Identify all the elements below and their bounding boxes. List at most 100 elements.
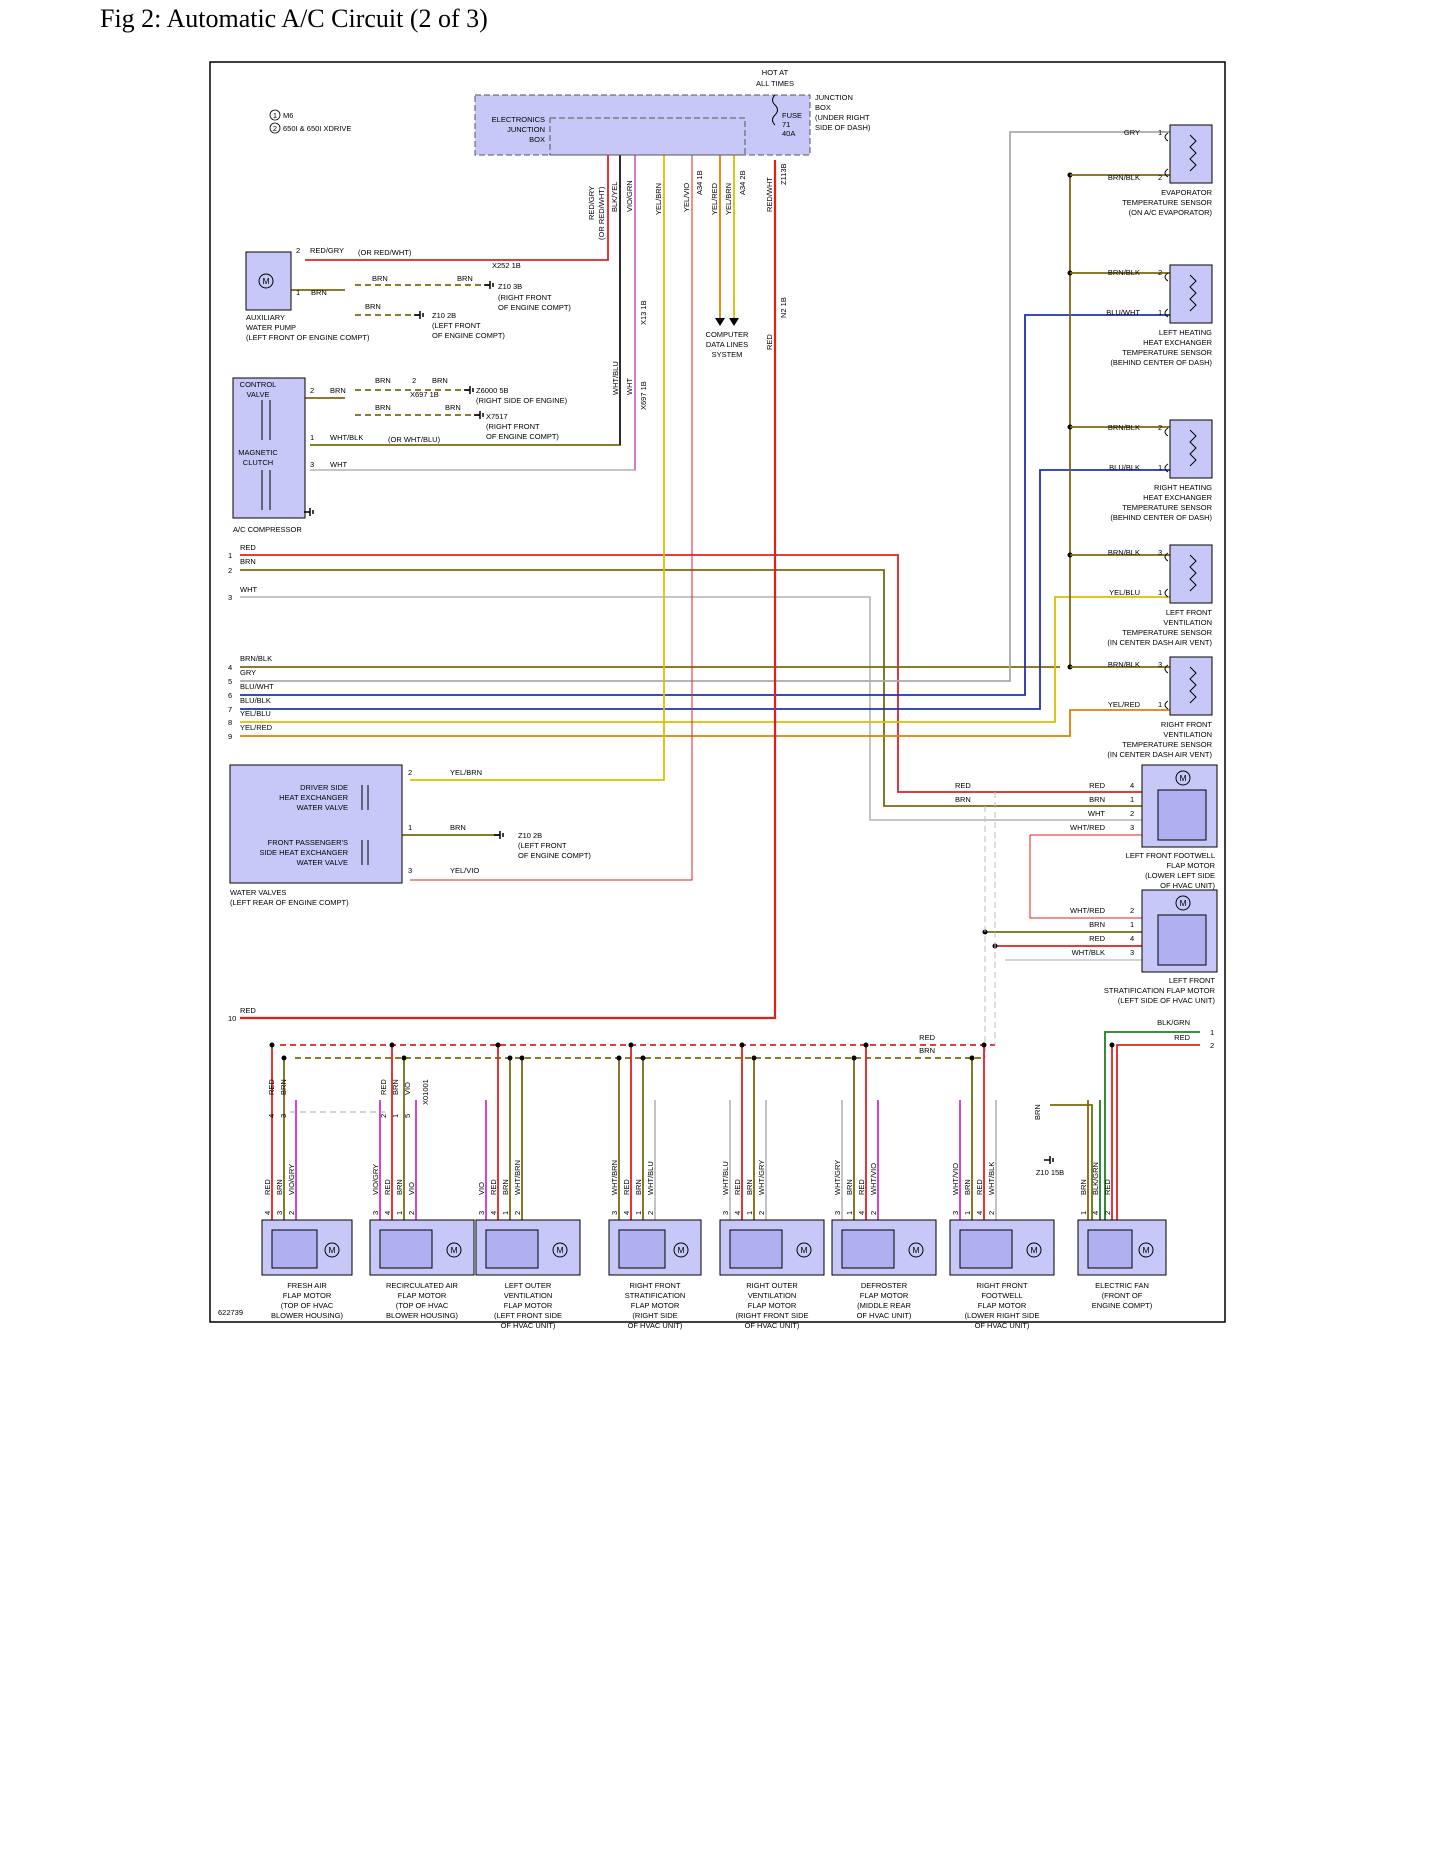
label: STRATIFICATION FLAP MOTOR xyxy=(1104,986,1216,995)
label: BRN xyxy=(365,302,381,311)
thermistor-icon xyxy=(1189,554,1197,592)
vertical-wire-label: YEL/RED xyxy=(710,182,719,215)
connector-pin xyxy=(1164,552,1169,562)
legend-circle xyxy=(269,109,281,121)
motor-wire-label: BLK/GRN xyxy=(1091,1162,1100,1195)
ground-icon xyxy=(1044,1156,1054,1164)
label: BRN xyxy=(432,376,448,385)
bus-wire-label: BLU/WHT xyxy=(240,682,274,691)
motor-pin: 2 xyxy=(869,1211,878,1215)
label: RED xyxy=(1174,1033,1190,1042)
conn-wire: VIO xyxy=(403,1082,412,1095)
motor-wire-label: BRN xyxy=(395,1179,404,1195)
wires xyxy=(240,131,1200,1220)
splice-dot xyxy=(616,1055,622,1061)
z10-15b-brn xyxy=(1050,1104,1093,1220)
splice-dot xyxy=(640,1055,646,1061)
motor-name: (TOP OF HVAC xyxy=(281,1301,334,1310)
conn-wire: RED xyxy=(379,1079,388,1095)
label: (LEFT REAR OF ENGINE COMPT) xyxy=(230,898,349,907)
motor-wire-label: WHT/GRY xyxy=(833,1160,842,1195)
motor-body xyxy=(618,1229,666,1269)
label: YEL/VIO xyxy=(450,866,479,875)
label: 3 xyxy=(408,866,412,875)
sensor-pin: 1 xyxy=(1158,588,1162,597)
conn-wire: RED xyxy=(267,1079,276,1095)
motor-wire-label: WHT/BLU xyxy=(646,1161,655,1195)
sensor-name: HEAT EXCHANGER xyxy=(1143,493,1212,502)
motor-name: (RIGHT SIDE xyxy=(632,1311,677,1320)
motor-name: (TOP OF HVAC xyxy=(396,1301,449,1310)
vertical-wire-label: RED xyxy=(765,334,774,350)
label: 2 xyxy=(412,376,416,385)
motor-name: FRESH AIR xyxy=(287,1281,327,1290)
label: 40A xyxy=(782,129,795,138)
bus-wire-2 xyxy=(240,569,1000,807)
label: 2 xyxy=(310,386,314,395)
motor-wire-label: BRN xyxy=(1089,795,1105,804)
wire-yel-brn-valve xyxy=(410,155,665,781)
motor-wire-label: WHT/RED xyxy=(1070,906,1106,915)
sensor-pin: 1 xyxy=(1158,128,1162,137)
label: WATER VALVE xyxy=(297,803,348,812)
motor-letter: M xyxy=(1179,898,1186,908)
label: FRONT PASSENGER'S xyxy=(268,838,348,847)
vertical-wire-label: RED/GRY xyxy=(587,186,596,220)
motor-pin: 3 xyxy=(477,1211,486,1215)
label: (LEFT FRONT OF ENGINE COMPT) xyxy=(246,333,370,342)
motor-pin: 1 xyxy=(634,1211,643,1215)
splice-dot xyxy=(281,1055,287,1061)
label: CONTROL xyxy=(240,380,277,389)
label: 1 xyxy=(1210,1028,1214,1037)
temperature-sensor xyxy=(1169,264,1213,324)
sensor-wire-label: BRN/BLK xyxy=(1108,268,1140,277)
motor-wire-label: RED xyxy=(857,1179,866,1195)
sensor-name: LEFT FRONT xyxy=(1166,608,1213,617)
conn-wire: BRN xyxy=(279,1079,288,1095)
motor-wire-label: WHT/VIO xyxy=(869,1163,878,1195)
bus-pin-number: 4 xyxy=(228,663,232,672)
label: Z6000 5B xyxy=(476,386,509,395)
cdl-arrows xyxy=(715,318,739,326)
bus-wire-9 xyxy=(240,709,1170,737)
splice-dot xyxy=(519,1055,525,1061)
motor-wire-label: BRN xyxy=(634,1179,643,1195)
label: SIDE OF DASH) xyxy=(815,123,871,132)
label: WHT xyxy=(330,460,347,469)
label: CLUTCH xyxy=(243,458,273,467)
ground-icon xyxy=(474,411,484,419)
motor-pin: 4 xyxy=(733,1211,742,1215)
label: HEAT EXCHANGER xyxy=(279,793,348,802)
sensor-wire-label: BLU/WHT xyxy=(1106,308,1140,317)
label: 71 xyxy=(782,120,790,129)
motor-name: ENGINE COMPT) xyxy=(1092,1301,1153,1310)
motor-pin: 3 xyxy=(721,1211,730,1215)
label: FUSE xyxy=(782,111,802,120)
label: VALVE xyxy=(246,390,269,399)
label: X7517 xyxy=(486,412,508,421)
motor-circle xyxy=(1138,1242,1154,1258)
motor-circle xyxy=(258,273,274,289)
motor-name: STRATIFICATION xyxy=(625,1291,686,1300)
motor-icon: M xyxy=(796,1242,812,1258)
label: COMPUTER xyxy=(706,330,750,339)
motor-circle xyxy=(908,1242,924,1258)
motor-name: DEFROSTER xyxy=(861,1281,908,1290)
bus-pin-number: 3 xyxy=(228,593,232,602)
sensor-name: RIGHT FRONT xyxy=(1161,720,1213,729)
motor-name: (LOWER RIGHT SIDE xyxy=(965,1311,1040,1320)
motor-wire-label: RED xyxy=(622,1179,631,1195)
label: OF ENGINE COMPT) xyxy=(432,331,505,340)
motor-letter: M xyxy=(262,276,269,286)
label: BRN xyxy=(375,403,391,412)
label: BRN xyxy=(311,288,327,297)
label: BRN xyxy=(457,274,473,283)
motor-wire-label: WHT/BRN xyxy=(513,1160,522,1195)
motor-wire-label: BRN xyxy=(501,1179,510,1195)
label: (LEFT FRONT xyxy=(432,321,481,330)
label: RED xyxy=(955,781,971,790)
motor-name: FLAP MOTOR xyxy=(631,1301,680,1310)
connector-pin xyxy=(1164,272,1169,282)
label: X697 1B xyxy=(410,390,439,399)
thermistor-icon xyxy=(1189,429,1197,467)
